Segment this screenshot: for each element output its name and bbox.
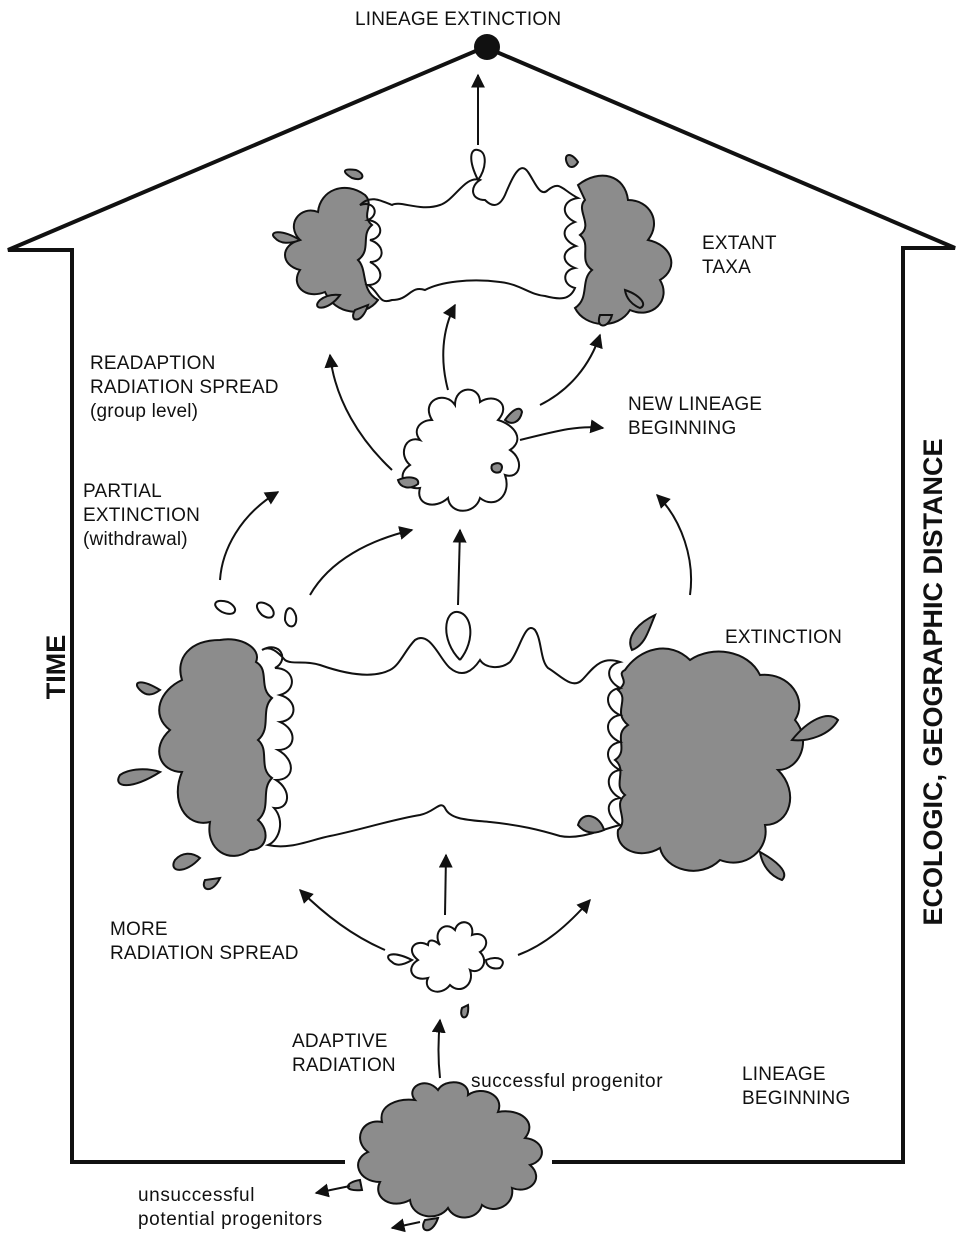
readaption-outline bbox=[401, 388, 520, 512]
house-outline bbox=[7, 44, 956, 1164]
label-lineage-beginning: LINEAGE BEGINNING bbox=[742, 1064, 851, 1109]
drop-1 bbox=[344, 168, 364, 180]
drop-l2 bbox=[117, 768, 163, 787]
drop-3 bbox=[316, 293, 342, 309]
extant-outline bbox=[359, 167, 582, 303]
drop-r4 bbox=[576, 815, 606, 834]
left-shade bbox=[158, 638, 274, 857]
top-loop bbox=[470, 148, 486, 181]
arrow-readapt-right bbox=[539, 333, 603, 406]
large-radiation-group bbox=[117, 599, 840, 891]
drop-l1 bbox=[135, 681, 162, 696]
label-more-radiation: MORE RADIATION SPREAD bbox=[110, 919, 299, 964]
readaption-drop-2 bbox=[396, 476, 420, 489]
drop-r2 bbox=[790, 715, 840, 742]
drop-6 bbox=[623, 288, 645, 310]
label-extant-taxa: EXTANT TAXA bbox=[702, 233, 777, 278]
right-shade bbox=[613, 647, 805, 872]
drop-4 bbox=[352, 303, 370, 321]
extant-taxa-group bbox=[272, 148, 673, 327]
drop-r1 bbox=[629, 613, 657, 652]
extant-shade-right bbox=[573, 174, 673, 325]
petal-a bbox=[387, 953, 415, 966]
arrow-readaption-spread bbox=[324, 353, 393, 471]
axis-distance-label: ECOLOGIC, GEOGRAPHIC DISTANCE bbox=[918, 438, 948, 926]
arrow-large-right bbox=[656, 494, 692, 596]
drop-small bbox=[460, 1003, 470, 1019]
drop-5 bbox=[564, 154, 580, 168]
more-radiation-outline bbox=[410, 921, 488, 993]
arrow-readapt-left bbox=[442, 303, 456, 391]
label-lineage-extinction: LINEAGE EXTINCTION bbox=[355, 9, 562, 30]
readaption-drop-1 bbox=[503, 407, 524, 424]
progenitor-shade bbox=[357, 1081, 543, 1219]
extant-shade-left bbox=[284, 186, 380, 313]
petal-1 bbox=[214, 599, 237, 615]
arrow-unsuccessful-2 bbox=[390, 1218, 421, 1233]
progenitor-drop-1 bbox=[346, 1178, 364, 1192]
label-partial-extinction: PARTIAL EXTINCTION (withdrawal) bbox=[83, 481, 201, 550]
arrow-large-center bbox=[452, 528, 467, 606]
petal-b bbox=[484, 957, 504, 970]
label-successful-progenitor: successful progenitor bbox=[471, 1071, 664, 1092]
arrow-large-left bbox=[309, 526, 414, 596]
extinction-point bbox=[474, 34, 500, 60]
drop-l3 bbox=[172, 852, 202, 871]
label-new-lineage: NEW LINEAGE BEGINNING bbox=[628, 394, 763, 439]
progenitor-group bbox=[346, 1081, 543, 1232]
drop-2 bbox=[272, 231, 303, 244]
arrow-more-right bbox=[517, 898, 591, 956]
more-radiation-group bbox=[387, 921, 504, 1019]
axis-time-label: TIME bbox=[41, 634, 71, 700]
center-loop bbox=[445, 611, 472, 661]
progenitor-drop-2 bbox=[422, 1216, 440, 1232]
arrow-more-left bbox=[299, 889, 386, 951]
readaption-drop-3 bbox=[490, 462, 503, 474]
petal-3 bbox=[283, 607, 298, 628]
label-readaption: READAPTION RADIATION SPREAD (group level… bbox=[90, 353, 279, 422]
arrow-more-center bbox=[438, 853, 453, 916]
arrow-unsuccessful-1 bbox=[314, 1183, 351, 1198]
arrow-adaptive bbox=[431, 1018, 446, 1079]
readaption-group bbox=[396, 388, 524, 512]
arrows bbox=[219, 73, 692, 1233]
large-outline bbox=[261, 627, 624, 848]
label-extinction: EXTINCTION bbox=[725, 627, 843, 648]
drop-r3 bbox=[758, 850, 786, 882]
label-adaptive-radiation: ADAPTIVE RADIATION bbox=[292, 1031, 396, 1076]
label-unsuccessful: unsuccessful potential progenitors bbox=[138, 1185, 323, 1230]
arrow-partial-extinction bbox=[219, 491, 280, 581]
arrow-new-lineage bbox=[519, 419, 605, 441]
petal-2 bbox=[255, 601, 275, 619]
drop-l4 bbox=[202, 876, 222, 891]
drop-7 bbox=[597, 314, 614, 327]
